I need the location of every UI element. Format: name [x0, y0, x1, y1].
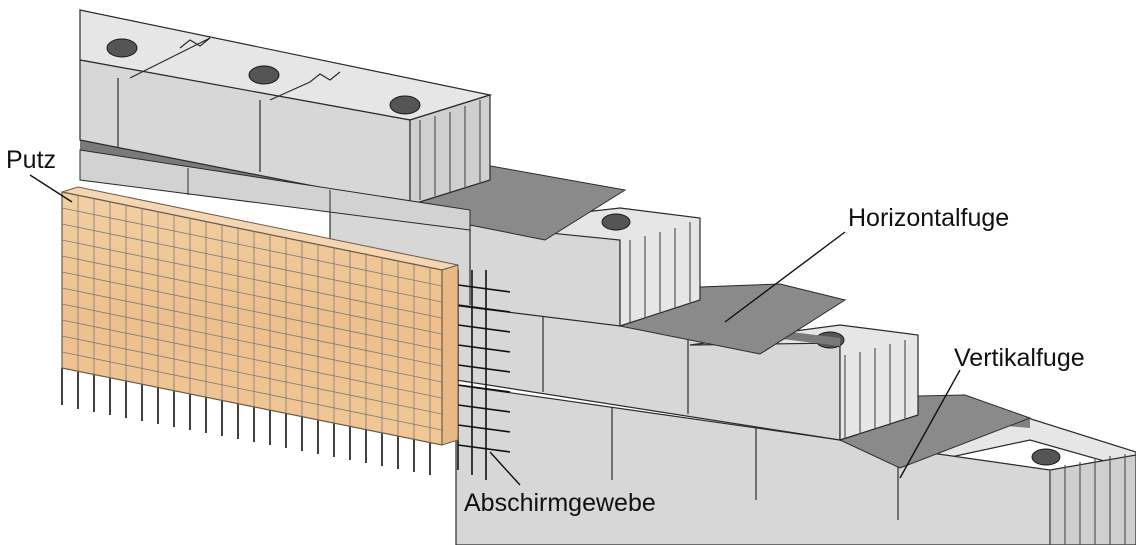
label-horizontalfuge: Horizontalfuge	[848, 204, 1009, 232]
leader-lines	[29, 174, 961, 486]
label-abschirmgewebe: Abschirmgewebe	[464, 489, 656, 517]
label-putz: Putz	[6, 146, 56, 174]
plaster-layer	[61, 186, 459, 446]
brick-course-top	[79, 9, 493, 231]
plaster-mesh	[61, 195, 443, 443]
rebar-grid	[61, 270, 511, 480]
leader-vertikalfuge	[899, 369, 961, 479]
label-vertikalfuge: Vertikalfuge	[954, 344, 1085, 372]
brick-course-bottom	[455, 384, 1136, 545]
leader-abschirmgewebe	[489, 451, 521, 486]
leader-putz	[29, 174, 73, 203]
leader-horizontalfuge	[724, 231, 846, 323]
